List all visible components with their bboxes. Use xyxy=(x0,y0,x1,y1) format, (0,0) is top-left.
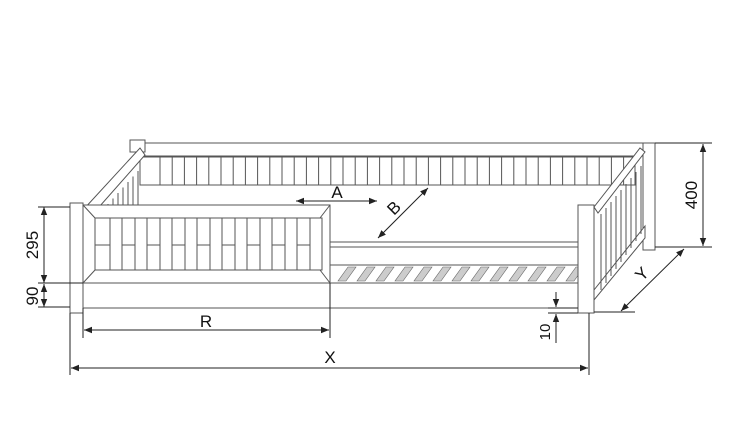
dim-10: 10 xyxy=(537,292,578,343)
guard-bevel-line xyxy=(82,204,96,219)
dim-295: 295 xyxy=(23,206,83,284)
dimension-arrow xyxy=(620,248,685,312)
label-400: 400 xyxy=(682,181,701,209)
label-10: 10 xyxy=(537,324,554,341)
front-right-post xyxy=(577,204,595,314)
base-slat xyxy=(470,266,490,282)
base-slat xyxy=(527,266,547,282)
dimension-arrow xyxy=(377,187,429,239)
base-slat xyxy=(356,266,376,282)
dim-90: 90 xyxy=(23,284,70,308)
base-slat xyxy=(337,266,357,282)
label-X: X xyxy=(324,348,335,367)
base-slat xyxy=(375,266,395,282)
back-rail-panel xyxy=(139,156,636,186)
front-slat xyxy=(259,217,273,271)
right-side-slats xyxy=(600,166,642,290)
right-side-top-rail xyxy=(593,147,646,214)
front-guard-rail xyxy=(82,204,331,284)
dim-R: R xyxy=(82,283,331,338)
bed-base xyxy=(82,241,585,309)
right-side-bottom-rail xyxy=(593,224,646,302)
front-slat xyxy=(209,217,223,271)
label-90: 90 xyxy=(23,287,42,306)
label-R: R xyxy=(200,312,212,331)
front-left-post xyxy=(69,202,84,314)
front-slat xyxy=(134,217,148,271)
base-slat xyxy=(508,266,528,282)
base-slat xyxy=(432,266,452,282)
dim-X: X xyxy=(69,313,590,375)
base-slats xyxy=(329,264,585,284)
right-side-rail xyxy=(593,142,656,302)
dim-400: 400 xyxy=(655,142,712,248)
base-slat xyxy=(451,266,471,282)
base-slat xyxy=(413,266,433,282)
base-slat xyxy=(394,266,414,282)
back-rail-top xyxy=(139,142,646,157)
guard-bevel-line xyxy=(319,269,331,284)
base-slat xyxy=(546,266,566,282)
label-B: B xyxy=(383,197,404,218)
front-slat xyxy=(159,217,173,271)
guard-bevel-line xyxy=(82,269,96,284)
front-slat xyxy=(309,217,323,271)
dim-B: B xyxy=(377,187,429,239)
front-slat xyxy=(184,217,198,271)
label-A: A xyxy=(331,183,343,202)
front-slat xyxy=(109,217,123,271)
base-slat xyxy=(489,266,509,282)
label-Y: Y xyxy=(631,263,652,284)
back-rail xyxy=(139,142,646,186)
front-slat xyxy=(284,217,298,271)
guard-bevel-line xyxy=(319,204,331,219)
guard-inner-frame xyxy=(94,217,321,271)
label-295: 295 xyxy=(23,231,42,259)
front-slat xyxy=(234,217,248,271)
dim-A: A xyxy=(296,183,377,205)
base-front-board xyxy=(82,282,584,309)
front-slats xyxy=(109,217,323,271)
